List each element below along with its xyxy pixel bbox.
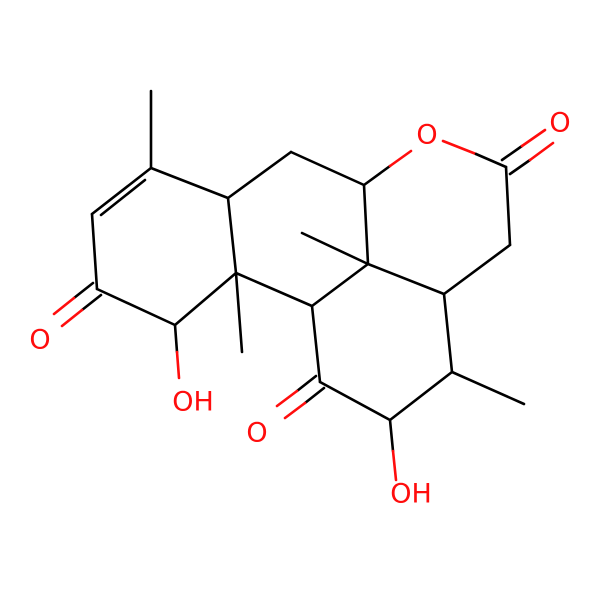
oxygen-bonds (52, 128, 555, 482)
bond (362, 164, 392, 187)
bond (175, 350, 181, 380)
bond-double (508, 158, 532, 176)
atom-labels: O O O OH O OH (29, 108, 570, 510)
bond (173, 323, 179, 354)
bond (474, 152, 508, 169)
ketone-oxygen-label: O (246, 418, 267, 449)
bond (391, 449, 398, 482)
bond (442, 292, 454, 374)
bond (366, 262, 446, 296)
bond (450, 370, 526, 406)
bond-double-inner (99, 178, 147, 217)
bond (226, 196, 238, 275)
bond (388, 149, 413, 168)
bond-double (60, 308, 84, 328)
bond-double (72, 281, 95, 300)
bond (388, 418, 395, 453)
bond-double (500, 144, 524, 162)
bond-double (80, 293, 103, 312)
bond (388, 370, 454, 422)
bond (310, 262, 370, 308)
bond (442, 243, 512, 296)
bond (318, 380, 392, 422)
bond (234, 271, 244, 354)
bond (90, 212, 99, 291)
bond (226, 150, 293, 200)
hydroxyl-bottom-label: OH (390, 479, 432, 510)
bond (90, 166, 153, 216)
bond-double (283, 401, 307, 420)
carbon-bonds (90, 89, 526, 422)
bond (362, 183, 370, 266)
bond-double (295, 374, 318, 393)
bond-double (528, 141, 555, 162)
bond (504, 165, 512, 247)
enone-oxygen-label: O (29, 325, 50, 356)
bond-double (52, 296, 76, 316)
bond (310, 304, 322, 384)
bond (149, 166, 230, 200)
hydroxyl-left-label: OH (172, 387, 214, 418)
bond (289, 150, 366, 187)
bond (441, 139, 478, 156)
bond-double (303, 386, 326, 405)
bond (300, 231, 370, 266)
bond (234, 271, 314, 308)
ring-oxygen-label: O (416, 120, 437, 151)
lactone-carbonyl-oxygen-label: O (549, 108, 570, 139)
bond (95, 287, 177, 327)
bond-double (275, 389, 299, 408)
bond (173, 271, 238, 327)
bond-double (520, 128, 547, 148)
